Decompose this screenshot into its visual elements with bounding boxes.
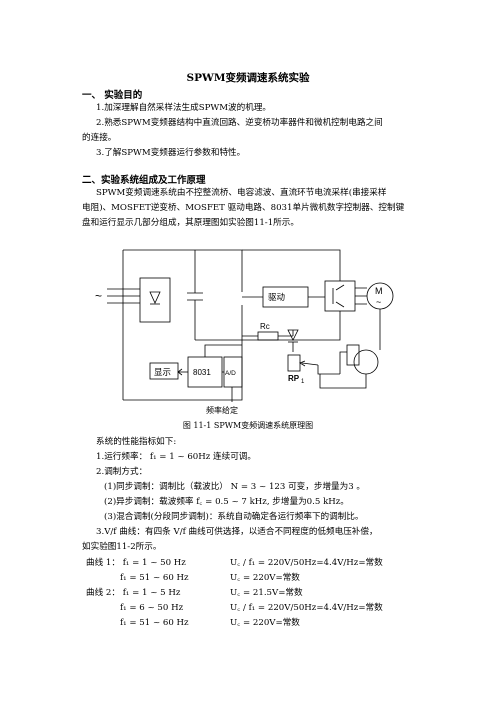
rp-label: RP xyxy=(288,374,300,383)
section-heading-purpose: 一、 实验目的 xyxy=(82,90,143,101)
curve2-value2: U꜀ / f₁ = 220V/50Hz=4.4V/Hz=常数 xyxy=(230,603,383,613)
curve2-range1: 曲线 2： f₁ = 1 ~ 5 Hz xyxy=(86,588,181,598)
curve2-value1: U꜀ = 21.5V=常数 xyxy=(230,588,303,598)
display-label: 显示 xyxy=(154,367,171,377)
curve1-range1: 曲线 1： f₁ = 1 ~ 50 Hz xyxy=(86,558,186,568)
purpose-item-1: 1.加深理解自然采样法生成SPWM波的机理。 xyxy=(96,103,272,113)
mcu-label: 8031 xyxy=(193,368,211,377)
spec-async: (2)异步调制：载波频率 f꜀ = 0.5 ~ 7 kHz, 步增量为0.5 k… xyxy=(104,497,349,507)
spec-mixed: (3)混合调制(分段同步调制)：系统自动确定各运行频率下的调制比。 xyxy=(104,512,364,522)
curve1-value1: U꜀ / f₁ = 220V/50Hz=4.4V/Hz=常数 xyxy=(230,558,383,568)
motor-label: M xyxy=(375,286,383,296)
purpose-item-2: 2.熟悉SPWM变频器结构中直流回路、逆变桥功率器件和微机控制电路之间 xyxy=(96,118,383,128)
adc-label: A/D xyxy=(225,370,236,377)
freq-set-label: 频率给定 xyxy=(206,405,238,415)
curve2-range3: f₁ = 51 ~ 60 Hz xyxy=(120,618,189,628)
rp-subscript: 1 xyxy=(301,379,305,385)
purpose-item-2-cont: 的连接。 xyxy=(82,133,117,143)
section-heading-composition: 二、实验系统组成及工作原理 xyxy=(82,175,206,186)
curve2-value3: U꜀ = 220V=常数 xyxy=(230,618,300,628)
doc-title: SPWM变频调速系统实验 xyxy=(186,72,310,84)
figure-caption: 图 11-1 SPWM变频调速系统原理图 xyxy=(182,421,314,430)
rc-label: Rc xyxy=(260,322,270,331)
curve1-range2: f₁ = 51 ~ 60 Hz xyxy=(120,573,189,583)
composition-line-2: 电阻)、MOSFET逆变桥、MOSFET 驱动电路、8031单片微机数字控制器、… xyxy=(82,203,405,213)
spec-vf-curves: 3.V/f 曲线：有四条 V/f 曲线可供选择，以适合不同程度的低频电压补偿， xyxy=(96,527,378,537)
spec-sync: (1)同步调制：调制比（载波比） N = 3 ~ 123 可变，步增量为3 。 xyxy=(104,482,366,492)
ac-tilde: ~ xyxy=(95,289,102,303)
purpose-item-3: 3.了解SPWM变频器运行参数和特性。 xyxy=(96,148,246,158)
spec-modulation: 2.调制方式： xyxy=(96,467,148,477)
composition-line-3: 盘和运行显示几部分组成，其原理图如实验图11-1所示。 xyxy=(82,218,299,228)
composition-line-1: SPWM变频调速系统由不控整流桥、电容滤波、直流环节电流采样(串接采样 xyxy=(96,188,387,198)
spec-vf-cont: 如实验图11-2所示。 xyxy=(82,542,162,552)
motor-tilde: ~ xyxy=(376,297,381,307)
drive-label: 驱动 xyxy=(268,292,286,302)
curve1-value2: U꜀ = 220V=常数 xyxy=(230,573,300,583)
spec-intro: 系统的性能指标如下: xyxy=(96,437,177,447)
curve2-range2: f₁ = 6 ~ 50 Hz xyxy=(120,603,184,613)
spec-frequency: 1.运行频率： f₁ = 1 ~ 60Hz 连续可调。 xyxy=(96,452,256,462)
